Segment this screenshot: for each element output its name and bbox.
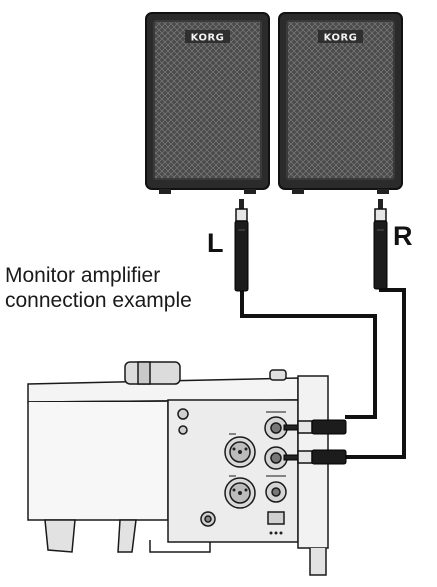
left-amp-plug — [234, 199, 249, 292]
left-amp-brand: KORG — [191, 33, 225, 44]
right-amp-plug — [373, 199, 388, 290]
left-amp-grille — [155, 22, 260, 178]
caption-line-1: Monitor amplifier — [5, 264, 161, 287]
midi-out-jack — [224, 477, 256, 509]
output-jack-l — [264, 416, 288, 440]
caption-line-2: connection example — [5, 289, 192, 312]
right-output-plug — [283, 449, 347, 465]
right-amp-grille — [288, 22, 393, 178]
left-cable — [240, 290, 377, 419]
output-jack-r — [264, 446, 288, 470]
phones-jack — [265, 481, 287, 503]
channel-label-l: L — [207, 228, 224, 258]
channel-label-r: R — [393, 221, 413, 251]
right-amp-brand: KORG — [324, 33, 358, 44]
left-amplifier: KORG — [145, 12, 270, 194]
caption: Monitor amplifier connection example — [5, 263, 192, 313]
midi-in-jack — [224, 436, 256, 468]
keyboard-device — [27, 361, 329, 576]
right-amplifier: KORG — [278, 12, 403, 194]
left-output-plug — [283, 419, 347, 435]
